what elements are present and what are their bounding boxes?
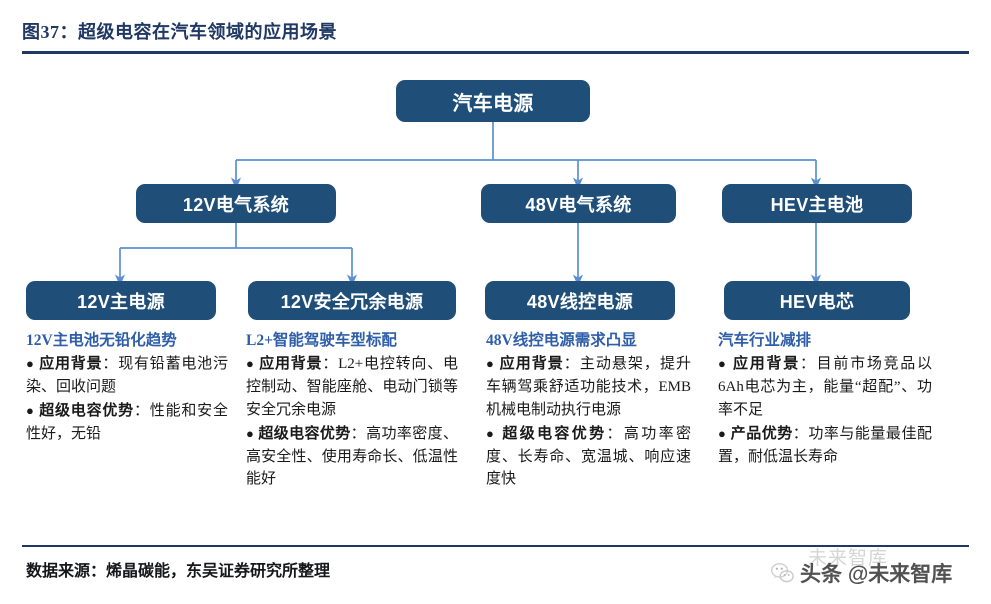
column-heading: 48V线控电源需求凸显	[486, 332, 637, 349]
bullet-item: ● 应用背景：现有铅蓄电池污染、回收问题	[26, 353, 228, 399]
bullet-text: 目前市场竞品以6Ah电芯为主，能量“超配”、功率不足	[718, 356, 932, 419]
bullet-lead: 应用背景	[499, 356, 564, 373]
bullet-dot: ●	[26, 403, 35, 419]
column-heading: L2+智能驾驶车型标配	[246, 332, 397, 349]
column-body: ● 应用背景：目前市场竞品以6Ah电芯为主，能量“超配”、功率不足 ● 产品优势…	[718, 353, 932, 468]
bullet-colon: ：	[102, 356, 119, 373]
node-root[interactable]: 汽车电源	[396, 80, 590, 122]
bullet-text: 现有铅蓄电池污染、回收问题	[26, 356, 228, 396]
bullet-lead: 超级电容优势	[258, 425, 351, 442]
page-title: 图37：超级电容在汽车领域的应用场景	[22, 22, 337, 42]
bullet-lead: 产品优势	[730, 425, 793, 442]
bullet-item: ● 应用背景：目前市场竞品以6Ah电芯为主，能量“超配”、功率不足	[718, 353, 932, 421]
wechat-icon	[770, 561, 795, 586]
watermark: 头条 @未来智库	[770, 553, 975, 593]
bullet-dot: ●	[26, 356, 35, 372]
watermark-text: 头条 @未来智库	[800, 563, 953, 586]
column-body: ● 应用背景：现有铅蓄电池污染、回收问题 ● 超级电容优势：性能和安全性好，无铅	[26, 353, 228, 445]
bullet-item: ● 应用背景：L2+电控转向、电控制动、智能座舱、电动门锁等安全冗余电源	[246, 353, 458, 421]
bullet-lead: 超级电容优势	[39, 403, 134, 420]
detail-column-hev-cell: 汽车行业减排 ● 应用背景：目前市场竞品以6Ah电芯为主，能量“超配”、功率不足…	[718, 330, 932, 468]
bullet-colon: ：	[563, 356, 580, 373]
bullet-text: L2+电控转向、电控制动、智能座舱、电动门锁等安全冗余电源	[246, 356, 458, 419]
node-12v-main-power[interactable]: 12V主电源	[26, 281, 216, 320]
node-12v-redundant-power[interactable]: 12V安全冗余电源	[248, 281, 456, 320]
node-hev-main-battery[interactable]: HEV主电池	[722, 184, 912, 223]
bullet-text: 主动悬架，提升车辆驾乘舒适功能技术，EMB机械电制动执行电源	[486, 356, 691, 419]
source-note: 数据来源：烯晶碳能，东吴证券研究所整理	[26, 563, 331, 580]
detail-column-48v-wire: 48V线控电源需求凸显 ● 应用背景：主动悬架，提升车辆驾乘舒适功能技术，EMB…	[486, 330, 691, 491]
bullet-dot: ●	[246, 425, 255, 441]
bullet-dot: ●	[718, 425, 727, 441]
bullet-colon: ：	[799, 356, 817, 373]
bullet-item: ● 产品优势：功率与能量最佳配置，耐低温长寿命	[718, 423, 932, 469]
node-hev-cell[interactable]: HEV电芯	[724, 281, 910, 320]
detail-column-12v-redundant: L2+智能驾驶车型标配 ● 应用背景：L2+电控转向、电控制动、智能座舱、电动门…	[246, 330, 458, 491]
bullet-lead: 应用背景	[39, 356, 103, 373]
bullet-lead: 应用背景	[733, 356, 800, 373]
node-48v-system[interactable]: 48V电气系统	[481, 184, 676, 223]
bullet-dot: ●	[486, 425, 497, 441]
bullet-colon: ：	[322, 356, 339, 373]
bullet-text: 高功率密度、高安全性、使用寿命长、低温性能好	[246, 425, 458, 488]
bullet-dot: ●	[486, 356, 495, 372]
column-heading: 汽车行业减排	[718, 332, 812, 349]
figure-title-bar: 图37：超级电容在汽车领域的应用场景	[22, 18, 969, 54]
bullet-item: ● 应用背景：主动悬架，提升车辆驾乘舒适功能技术，EMB机械电制动执行电源	[486, 353, 691, 421]
column-heading: 12V主电池无铅化趋势	[26, 332, 177, 349]
bullet-item: ● 超级电容优势：高功率密度、高安全性、使用寿命长、低温性能好	[246, 423, 458, 491]
detail-column-12v-main: 12V主电池无铅化趋势 ● 应用背景：现有铅蓄电池污染、回收问题 ● 超级电容优…	[26, 330, 228, 446]
bullet-item: ● 超级电容优势：性能和安全性好，无铅	[26, 400, 228, 446]
node-48v-wire-control-power[interactable]: 48V线控电源	[485, 281, 675, 320]
bullet-dot: ●	[718, 356, 728, 372]
bullet-colon: ：	[350, 425, 367, 442]
bullet-item: ● 超级电容优势：高功率密度、长寿命、宽温城、响应速度快	[486, 423, 691, 491]
bullet-colon: ：	[606, 425, 624, 442]
bullet-lead: 超级电容优势	[502, 425, 607, 442]
column-body: ● 应用背景：L2+电控转向、电控制动、智能座舱、电动门锁等安全冗余电源 ● 超…	[246, 353, 458, 491]
bullet-lead: 应用背景	[259, 356, 323, 373]
watermark-ghost-text: 未来智库	[808, 548, 889, 569]
bullet-colon: ：	[133, 403, 150, 420]
bullet-text: 功率与能量最佳配置，耐低温长寿命	[718, 425, 932, 465]
column-body: ● 应用背景：主动悬架，提升车辆驾乘舒适功能技术，EMB机械电制动执行电源 ● …	[486, 353, 691, 491]
node-12v-system[interactable]: 12V电气系统	[136, 184, 336, 223]
bullet-text: 高功率密度、长寿命、宽温城、响应速度快	[486, 425, 691, 488]
title-divider	[22, 51, 969, 54]
footer-divider	[22, 545, 969, 547]
bullet-dot: ●	[246, 356, 255, 372]
bullet-colon: ：	[792, 425, 809, 442]
bullet-text: 性能和安全性好，无铅	[26, 403, 228, 442]
